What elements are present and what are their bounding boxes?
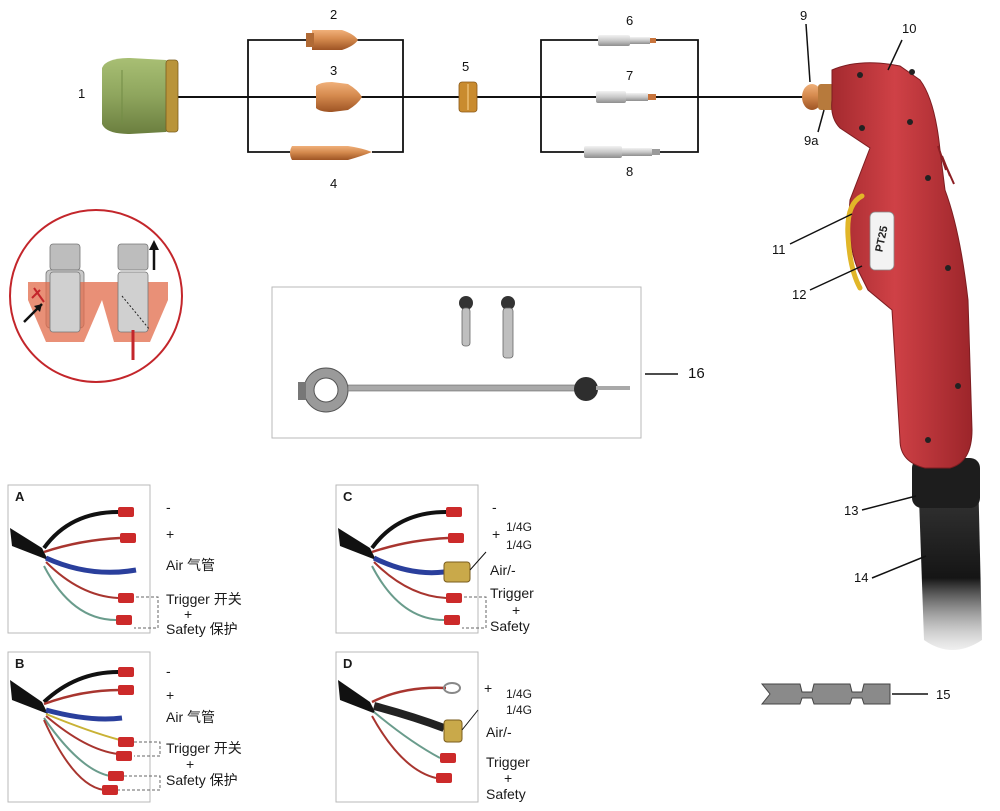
callout-3: 3 [330, 63, 338, 78]
bracket-electrodes [540, 39, 699, 153]
leader-9a [817, 109, 825, 133]
wiring-panel-b [7, 651, 161, 803]
panel-a-letter: A [15, 489, 25, 504]
electrode-part-7 [596, 91, 656, 103]
tip-part-4 [290, 146, 372, 160]
panel-b-plus2-label: + [186, 756, 195, 772]
callout-10: 10 [902, 21, 917, 36]
callout-1: 1 [78, 86, 86, 101]
callout-4: 4 [330, 176, 338, 191]
tip-part-2 [306, 30, 358, 50]
panel-b-plus-label: + [166, 687, 175, 703]
panel-c-letter: C [343, 489, 353, 504]
callout-11: 11 [772, 242, 786, 257]
circle-guide-part-16 [298, 296, 630, 413]
accessory-box-16 [271, 286, 642, 439]
panel-a-safety-label: Safety 保护 [166, 621, 238, 637]
panel-c-plus-label: + [492, 526, 501, 542]
panel-a-plus-label: + [166, 526, 175, 542]
panel-c-thread1-label: 1/4G [506, 520, 533, 534]
panel-c-minus-label: - [492, 499, 497, 515]
panel-b-letter: B [15, 656, 25, 671]
panel-d-air-label: Air/- [486, 724, 512, 740]
panel-b-safety-label: Safety 保护 [166, 772, 238, 788]
callout-8: 8 [626, 164, 634, 179]
panel-c-trigger-label: Trigger [490, 585, 534, 601]
panel-d-plus2-label: + [504, 770, 513, 786]
panel-c-safety-label: Safety [490, 618, 530, 634]
callout-15: 15 [936, 687, 951, 702]
tip-part-3 [316, 82, 362, 112]
callout-16: 16 [688, 365, 705, 382]
panel-c-air-label: Air/- [490, 562, 516, 578]
callout-6: 6 [626, 13, 634, 28]
panel-d-safety-label: Safety [486, 786, 526, 802]
panel-c-thread2-label: 1/4G [506, 538, 533, 552]
electrode-part-6 [598, 35, 656, 46]
callout-7: 7 [626, 68, 634, 83]
callout-13: 13 [844, 503, 859, 518]
panel-a-minus-label: - [166, 499, 171, 515]
callout-12: 12 [792, 287, 807, 302]
electrode-part-8 [584, 146, 660, 158]
wiring-panel-d [335, 651, 479, 803]
panel-d-thread2-label: 1/4G [506, 703, 533, 717]
callout-2: 2 [330, 7, 338, 22]
leader-9 [805, 23, 811, 83]
panel-b-trigger-label: Trigger 开关 [166, 740, 242, 756]
leader-14 [871, 555, 927, 579]
panel-d-trigger-label: Trigger [486, 754, 530, 770]
panel-d-plus-label: + [484, 680, 493, 696]
panel-c-plus2-label: + [512, 602, 521, 618]
callout-9a: 9a [804, 133, 819, 148]
bracket-tips [247, 39, 404, 153]
panel-b-air-label: Air 气管 [166, 709, 215, 725]
wiring-panel-c [335, 484, 487, 634]
panel-a-plus2-label: + [184, 606, 193, 622]
shield-cup-part-1 [102, 58, 179, 134]
swirl-ring-part-5 [458, 81, 478, 113]
spanner-part-15 [760, 683, 891, 705]
panel-d-letter: D [343, 656, 353, 671]
panel-a-air-label: Air 气管 [166, 557, 215, 573]
panel-a-trigger-label: Trigger 开关 [166, 591, 242, 607]
torch-body [802, 62, 982, 650]
callout-14: 14 [854, 570, 869, 585]
leader-11 [789, 213, 853, 245]
callout-9: 9 [800, 8, 808, 23]
leader-10 [887, 39, 903, 71]
wear-detail-circle [9, 209, 183, 383]
wiring-panel-a [7, 484, 159, 634]
leader-13 [861, 495, 917, 511]
leader-12 [809, 265, 863, 291]
panel-d-thread1-label: 1/4G [506, 687, 533, 701]
callout-5: 5 [462, 59, 470, 74]
panel-b-minus-label: - [166, 663, 171, 679]
